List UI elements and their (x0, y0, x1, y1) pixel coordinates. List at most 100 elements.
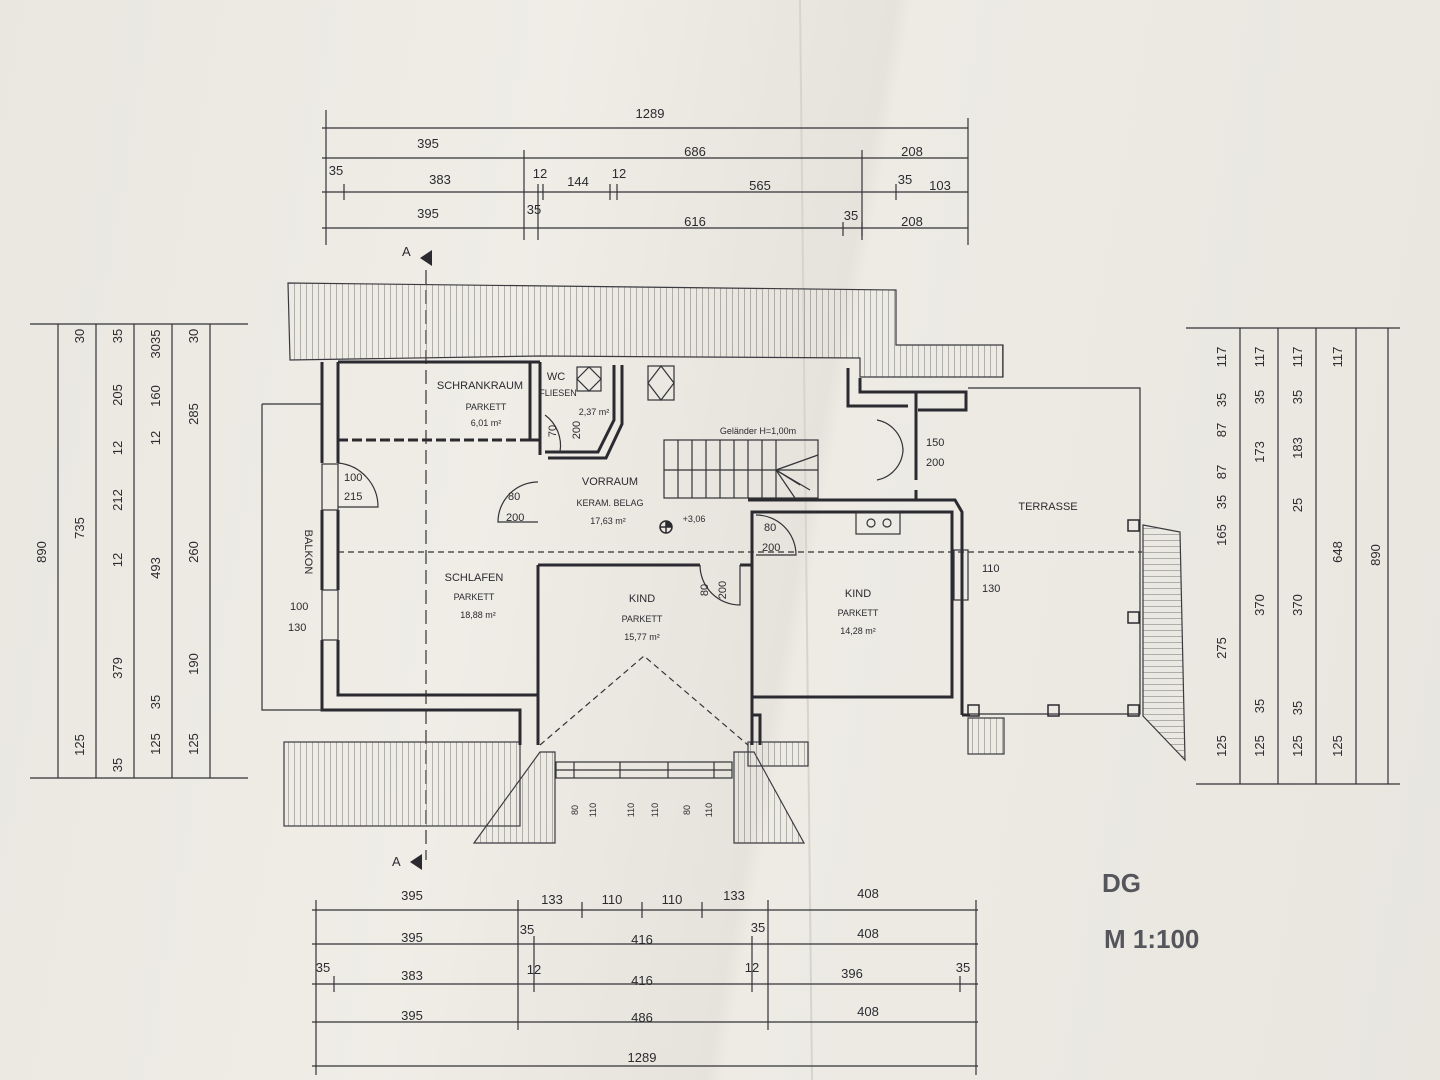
dim-top-r2-b: 686 (684, 144, 706, 159)
svg-text:35: 35 (110, 758, 125, 772)
svg-text:285: 285 (186, 403, 201, 425)
staircase (663, 439, 819, 499)
room-kind1-area: 15,77 m² (624, 632, 660, 642)
svg-text:117: 117 (1214, 347, 1229, 368)
skylights (576, 365, 675, 401)
room-kind1-name: KIND (629, 593, 655, 605)
svg-text:35: 35 (1290, 701, 1305, 715)
room-labels: SCHRANKRAUM PARKETT 6,01 m² WC FLIESEN 2… (288, 371, 1078, 642)
svg-text:35: 35 (1290, 390, 1305, 404)
svg-text:370: 370 (1290, 594, 1305, 616)
svg-text:125: 125 (1290, 735, 1305, 757)
svg-text:648: 648 (1330, 541, 1345, 563)
svg-text:117: 117 (1290, 347, 1305, 368)
walls (261, 360, 1141, 745)
svg-text:3035: 3035 (148, 330, 163, 359)
svg-text:125: 125 (148, 733, 163, 755)
dim-top-total: 1289 (636, 106, 665, 121)
terrace-columns (967, 519, 1140, 717)
room-wc-name: WC (547, 371, 565, 383)
door-schrank-h: 215 (344, 491, 362, 503)
svg-text:395: 395 (401, 930, 423, 945)
svg-text:383: 383 (401, 968, 423, 983)
top-dimension-chains: 1289 395 686 208 35 383 12 144 12 565 35… (322, 106, 969, 245)
room-schlafen-name: SCHLAFEN (445, 572, 504, 584)
door-wc-w: 70 (547, 425, 559, 437)
svg-text:35: 35 (148, 695, 163, 709)
svg-text:416: 416 (631, 932, 653, 947)
svg-text:125: 125 (1214, 735, 1229, 757)
svg-text:12: 12 (527, 962, 541, 977)
room-wc-floor: FLIESEN (539, 388, 577, 398)
svg-text:A: A (402, 244, 411, 259)
door-schrank-w: 100 (344, 472, 362, 484)
svg-text:173: 173 (1252, 441, 1267, 463)
svg-text:35: 35 (520, 922, 534, 937)
svg-text:110: 110 (602, 892, 623, 907)
dim-top-r4-e: 208 (901, 214, 923, 229)
dim-top-r4-b: 35 (527, 202, 541, 217)
svg-text:493: 493 (148, 557, 163, 579)
svg-text:117: 117 (1330, 347, 1345, 368)
svg-text:110: 110 (650, 803, 660, 817)
dim-top-r4-a: 395 (417, 206, 439, 221)
door-terrasse-h: 200 (926, 457, 944, 469)
svg-text:370: 370 (1252, 594, 1267, 616)
room-vorraum-area: 17,63 m² (590, 516, 626, 526)
svg-text:125: 125 (1330, 735, 1345, 757)
room-schrankraum-floor: PARKETT (466, 402, 507, 412)
dim-top-r3-b: 383 (429, 172, 451, 187)
room-balkon-name: BALKON (302, 530, 314, 575)
svg-text:212: 212 (110, 489, 125, 511)
svg-text:A: A (392, 854, 401, 869)
gable-outline (338, 551, 1142, 746)
svg-text:35: 35 (1214, 495, 1229, 509)
svg-text:12: 12 (110, 441, 125, 455)
room-kind2-name: KIND (845, 588, 871, 600)
door-kind2-w: 80 (764, 522, 776, 534)
dim-top-r3-e: 12 (612, 166, 626, 181)
dim-top-r3-h: 103 (929, 178, 951, 193)
svg-text:125: 125 (1252, 735, 1267, 757)
svg-text:890: 890 (34, 541, 49, 563)
svg-text:12: 12 (745, 960, 759, 975)
svg-text:260: 260 (186, 541, 201, 563)
svg-text:35: 35 (316, 960, 330, 975)
door-schlafen-h: 200 (506, 512, 524, 524)
paper-fold (799, 0, 813, 1080)
roof-hatching (283, 282, 1186, 844)
section-mark-bottom: A (392, 854, 422, 870)
title-block: DG M 1:100 (1102, 868, 1199, 954)
svg-text:110: 110 (662, 892, 683, 907)
svg-text:205: 205 (110, 384, 125, 406)
window-balkon-h: 130 (288, 622, 306, 634)
room-schrankraum-area: 6,01 m² (471, 418, 502, 428)
svg-text:110: 110 (704, 803, 714, 817)
svg-text:87: 87 (1214, 465, 1229, 479)
svg-text:35: 35 (751, 920, 765, 935)
svg-text:12: 12 (148, 431, 163, 445)
svg-text:486: 486 (631, 1010, 653, 1025)
svg-text:408: 408 (857, 1004, 879, 1019)
door-swings (321, 414, 969, 641)
room-schrankraum-name: SCHRANKRAUM (437, 380, 523, 392)
bottom-windows (555, 761, 733, 779)
svg-text:87: 87 (1214, 423, 1229, 437)
level-note: +3,06 (683, 514, 706, 524)
scale-label: M 1:100 (1104, 924, 1199, 954)
dim-top-r4-c: 616 (684, 214, 706, 229)
svg-text:133: 133 (541, 892, 563, 907)
window-width-labels: 80 110 110 110 80 110 (570, 803, 714, 817)
dim-top-r3-f: 565 (749, 178, 771, 193)
dim-top-r3-a: 35 (329, 163, 343, 178)
svg-text:379: 379 (110, 657, 125, 679)
right-dimension-chains: 117 35 87 87 35 165 275 125 117 35 173 3… (1186, 327, 1400, 785)
room-terrasse-name: TERRASSE (1018, 501, 1077, 513)
room-vorraum-floor: KERAM. BELAG (576, 498, 643, 508)
svg-text:408: 408 (857, 886, 879, 901)
svg-text:396: 396 (841, 966, 863, 981)
floor-label: DG (1102, 868, 1141, 898)
svg-text:110: 110 (588, 803, 598, 817)
svg-text:80: 80 (570, 805, 580, 815)
